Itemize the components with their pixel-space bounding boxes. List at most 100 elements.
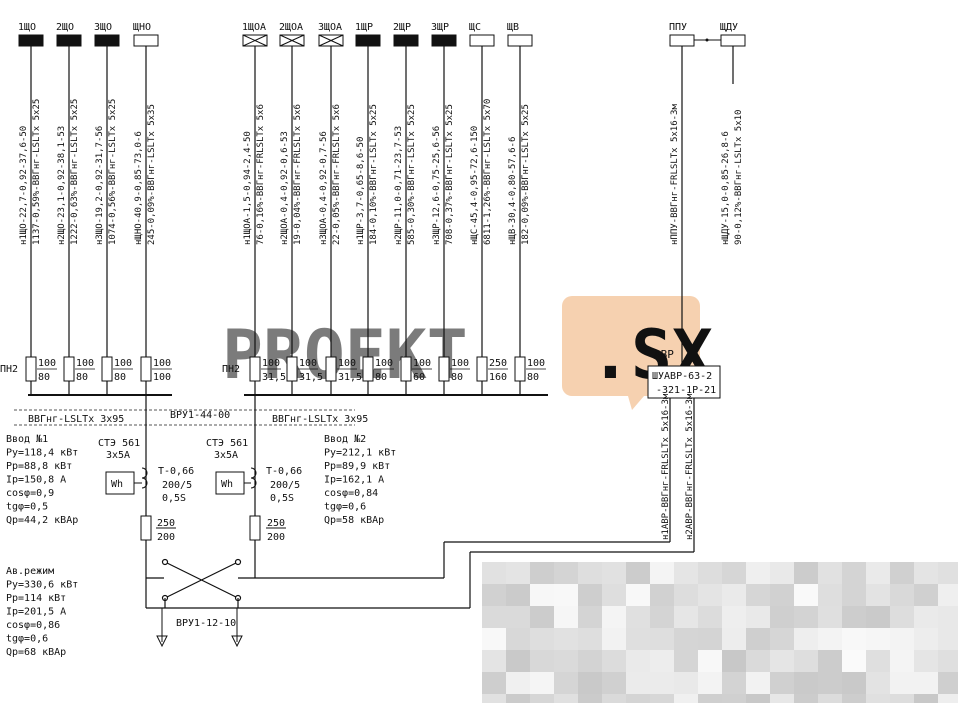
cable-label-line2: 76-0,16%-ВВГнг-FRLSLTx 5x6: [256, 104, 266, 245]
cable-label-line1: н1ЩОА-1,5-0,94-2,4-50: [243, 131, 253, 245]
parameter-line: Ру=118,4 кВт: [6, 448, 78, 459]
cable-label-line1: н1ЩО-22,7-0,92-37,6-50: [19, 126, 29, 245]
breaker-group: 10080100801008010010010031,510031,510031…: [25, 356, 546, 383]
cable-label-line1: н2ЩР-11,0-0,71-23,7-53: [394, 126, 404, 245]
panel-label: 1ЩО: [18, 22, 36, 33]
panel-box: [18, 34, 44, 47]
panel-10: 3ЩР: [431, 22, 457, 395]
meter-1-rating: 3x5А: [106, 450, 130, 461]
panel-label: ЩВ: [507, 22, 519, 33]
parameter-line: Ввод №1: [6, 434, 48, 445]
breaker-setting: 80: [38, 372, 50, 383]
fuse-1: 250 200: [140, 515, 176, 543]
meter-2-ct-class: 0,5S: [270, 493, 294, 504]
parameter-line: tgφ=0,6: [324, 502, 366, 513]
avr-cable-2: н2АВР-ВВГнг-FRLSLTx 5x16-3м: [685, 393, 695, 540]
breaker-rating: 100: [262, 358, 280, 369]
panel-9: 2ЩР: [393, 22, 419, 395]
cable-label-line2: 1222-0,63%-ВВГнг-LSLTx 5x25: [70, 99, 80, 245]
parameter-line: cosφ=0,84: [324, 488, 378, 499]
panel-1: 1ЩО: [18, 22, 44, 395]
panel-7: 3ЩОА: [318, 22, 344, 395]
panel-11: ЩС: [469, 22, 495, 395]
parameter-line: Ру=330,6 кВт: [6, 580, 78, 591]
cable-label-line1: н2ЩОА-0,4-0,92-0,6-53: [280, 131, 290, 245]
cable-label-line2: 90-0,12%-ВВГнг-LSLTx 5x10: [734, 110, 744, 245]
panel-label: ЩНО: [133, 22, 151, 33]
panel-13: ППУ: [669, 22, 695, 47]
breaker-setting: 80: [451, 372, 463, 383]
meter-2-rating: 3x5А: [214, 450, 238, 461]
meter-1-ct-type: Т-0,66: [158, 466, 194, 477]
cable-label-line1: н3ЩОА-0,4-0,92-0,7-56: [319, 131, 329, 245]
panel-4: ЩНО: [133, 22, 159, 395]
cable-label-line2: 19-0,04%-ВВГнг-FRLSLTx 5x6: [293, 104, 303, 245]
meter-1-title: СТЭ 561: [98, 438, 140, 449]
cable-label-line1: нППУ-ВВГнг-FRLSLTx 5x16-3м: [670, 104, 680, 245]
cable-label-line2: 708-0,37%-ВВГнг-LSLTx 5x25: [445, 104, 455, 245]
panel-label: ЩС: [469, 22, 481, 33]
cable-label-line2: 1074-0,56%-ВВГнг-LSLTx 5x25: [108, 99, 118, 245]
parameter-line: Qр=58 кВАр: [324, 515, 384, 526]
blurred-region: [482, 562, 958, 703]
panel-label: 1ЩР: [355, 22, 373, 33]
panel-label: 2ЩОА: [279, 22, 303, 33]
breaker-rating: 100: [114, 358, 132, 369]
parameter-line: cosφ=0,9: [6, 488, 54, 499]
cable-label-line2: 585-0,30%-ВВГнг-LSLTx 5x25: [407, 104, 417, 245]
panel-box: [56, 34, 82, 47]
meter-1-symbol: Wh: [111, 479, 123, 490]
meter-2: СТЭ 561 3x5А Wh Т-0,66 200/5 0,5S: [206, 438, 302, 504]
panel-box: [94, 34, 120, 47]
breaker-setting: 31,5: [262, 372, 286, 383]
parameter-line: Рр=114 кВт: [6, 593, 66, 604]
outgoing-lines: [156, 608, 243, 648]
panel-label: 3ЩР: [431, 22, 449, 33]
ats-switch: [145, 541, 694, 609]
cable-label-line2: 245-0,09%-ВВГнг-LSLTx 5x35: [147, 104, 157, 245]
parameter-line: Рр=89,9 кВт: [324, 461, 390, 472]
breaker-5: 100 31,5: [249, 356, 286, 383]
avr-box-line1: ШУАВР-63-2: [652, 371, 712, 382]
cable-label-line1: нЩС-45,4-0,95-72,6-150: [470, 126, 480, 245]
watermark: PROEKT .SX: [222, 296, 713, 410]
panel-box: [720, 34, 746, 47]
breaker-rating: 100: [413, 358, 431, 369]
parameter-line: Iр=162,1 А: [324, 475, 384, 486]
breaker-setting: 60: [413, 372, 425, 383]
panel-box: [133, 34, 159, 47]
avr-unit: АВР ШУАВР-63-2 -321-1Р-21 н1АВР-ВВГнг-FR…: [647, 46, 721, 552]
parameter-line: Qр=68 кВАр: [6, 647, 66, 658]
breaker-rating: 250: [489, 358, 507, 369]
cable-input-left: ВВГнг-LSLTx 3x95: [28, 414, 124, 425]
watermark-text-main: PROEKT: [222, 316, 468, 395]
panel-label: 2ЩО: [56, 22, 74, 33]
breaker-setting: 31,5: [338, 372, 362, 383]
parameter-line: Qр=44,2 кВАр: [6, 515, 78, 526]
avr-label: АВР: [654, 348, 674, 361]
panel-label: ЩДУ: [720, 22, 738, 33]
meter-2-title: СТЭ 561: [206, 438, 248, 449]
cable-label-line1: н3ЩР-12,6-0,75-25,6-56: [432, 126, 442, 245]
cable-label-line2: 182-0,09%-ВВГнг-LSLTx 5x25: [521, 104, 531, 245]
cable-label-line2: 22-0,05%-ВВГнг-FRLSLTx 5x6: [332, 104, 342, 245]
parameter-line: Iр=150,8 А: [6, 475, 66, 486]
parameter-line: tgφ=0,5: [6, 502, 48, 513]
fuse-2-bottom: 200: [267, 532, 285, 543]
breaker-setting: 80: [375, 372, 387, 383]
panel-5: 1ЩОА: [242, 22, 268, 395]
cable-label-line1: н2ЩО-23,1-0,92-38,1-53: [57, 126, 67, 245]
breaker-setting: 80: [114, 372, 126, 383]
